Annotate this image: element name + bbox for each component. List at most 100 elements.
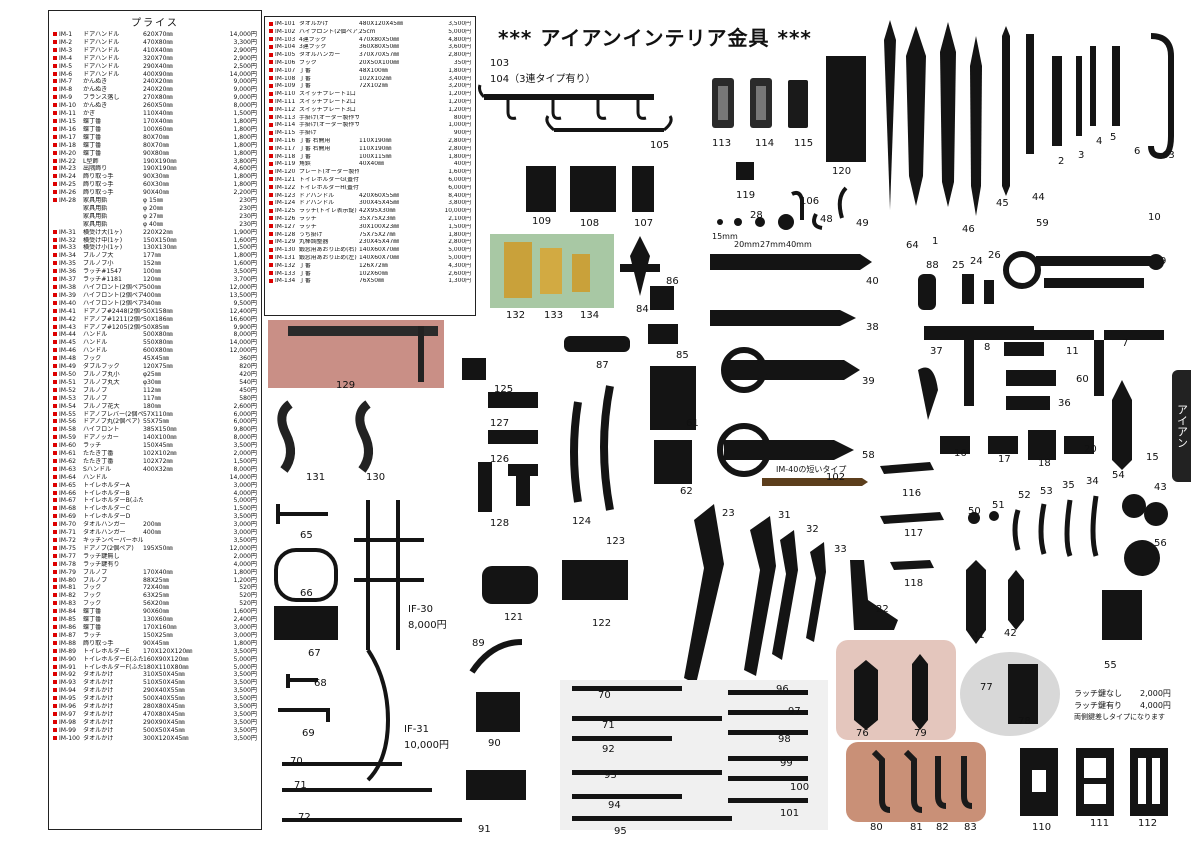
item-name: ラッチ#1181	[83, 276, 122, 284]
item-code: IM-93	[53, 679, 83, 687]
side-tab-iron[interactable]: アイアン	[1172, 370, 1191, 482]
item-size: 90X40㎜	[143, 189, 169, 197]
item-size: 110X190㎜	[359, 145, 392, 152]
item-name: ブルノブ花大	[83, 402, 120, 410]
price-if30: 8,000円	[408, 620, 447, 631]
item-price: 2,200円	[233, 189, 257, 197]
item-price: 420円	[239, 370, 257, 378]
item-code: IM-31	[53, 229, 83, 237]
item-name: 丁番 右開用	[299, 137, 331, 144]
label-82: 82	[936, 822, 949, 833]
item-name: ブルノブ	[83, 568, 108, 576]
item-name: ドアハンドル	[83, 70, 120, 78]
item-name: フック	[83, 355, 102, 363]
label-118: 118	[904, 578, 924, 589]
item-size: 170X160㎜	[143, 623, 177, 631]
item-price: 3,500円	[233, 718, 257, 726]
item-price: 230円	[239, 204, 257, 212]
item-size: 50X158㎜	[143, 307, 173, 315]
item-size: φ 15㎜	[143, 197, 163, 205]
item-name: ラッチ(トイレ表示錠)	[299, 208, 357, 215]
item-name: スイッチプレート1口	[299, 91, 356, 98]
item-size: 195X50㎜	[143, 544, 173, 552]
label-112: 112	[1138, 818, 1158, 829]
item-size: 310X50X45㎜	[143, 671, 185, 679]
item-price: 14,000円	[229, 473, 257, 481]
label-100: 100	[790, 782, 810, 793]
item-size: 500X40X55㎜	[143, 695, 185, 703]
label-116: 116	[902, 488, 922, 499]
item-price: 1,600円	[448, 169, 471, 176]
towel-bars-image	[560, 680, 828, 830]
latch-with-key: ラッチ鍵有り	[1074, 701, 1122, 710]
item-size: 120X75㎜	[143, 363, 173, 371]
item-size: 48X100㎜	[359, 67, 388, 74]
item-name: ラッチ	[299, 215, 317, 222]
item-name: L型飾	[83, 157, 99, 165]
item-code: IM-119	[269, 161, 299, 169]
label-81: 81	[910, 822, 923, 833]
item-price: 1,800円	[233, 639, 257, 647]
label-78: 78	[1018, 716, 1031, 727]
label-131: 131	[306, 472, 326, 483]
item-name: ドアノブレバー(2個ペア)	[83, 410, 143, 418]
window-stays-image	[277, 400, 373, 473]
label-15mm: 15mm	[712, 232, 738, 241]
item-size: 117㎜	[143, 394, 161, 402]
label-95: 95	[614, 826, 627, 837]
label-9: 9	[1160, 256, 1167, 267]
item-code: IM-61	[53, 450, 83, 458]
label-67: 67	[308, 648, 321, 659]
item-price: 1,200円	[448, 91, 471, 98]
label-70-left: 70	[290, 756, 303, 767]
item-name: ラッチ鍵有り	[83, 560, 120, 568]
label-32: 32	[806, 524, 819, 535]
item-price: 3,500円	[233, 734, 257, 742]
item-name: タオルかけ	[83, 679, 114, 687]
square-stud-image	[736, 162, 754, 180]
item-code: IM-116	[269, 138, 299, 146]
label-128: 128	[490, 518, 510, 529]
label-110: 110	[1032, 822, 1052, 833]
item-name: トイレホルダーA	[83, 481, 130, 489]
item-code: IM-126	[269, 216, 299, 224]
item-code: IM-95	[53, 695, 83, 703]
item-price: 2,900円	[233, 54, 257, 62]
item-size: 240X20㎜	[143, 86, 173, 94]
item-name: ラッチ	[83, 442, 102, 450]
item-price: 1,200円	[233, 576, 257, 584]
item-size: 63X25㎜	[143, 592, 169, 600]
item-code: IM-134	[269, 278, 299, 286]
item-name: ブルノブ	[83, 394, 108, 402]
item-price: 9,800円	[233, 426, 257, 434]
item-price: 5,000円	[233, 497, 257, 505]
item-code: IM-100	[53, 735, 83, 743]
item-code: IM-55	[53, 411, 83, 419]
label-130: 130	[366, 472, 386, 483]
item-name: ハンドル	[83, 347, 108, 355]
item-code: IM-102	[269, 29, 299, 37]
item-size: 500㎜	[143, 284, 161, 291]
item-size: 480X120X45㎜	[359, 21, 403, 27]
label-27mm: 27mm	[760, 240, 786, 249]
item-price: 4,600円	[233, 165, 257, 173]
